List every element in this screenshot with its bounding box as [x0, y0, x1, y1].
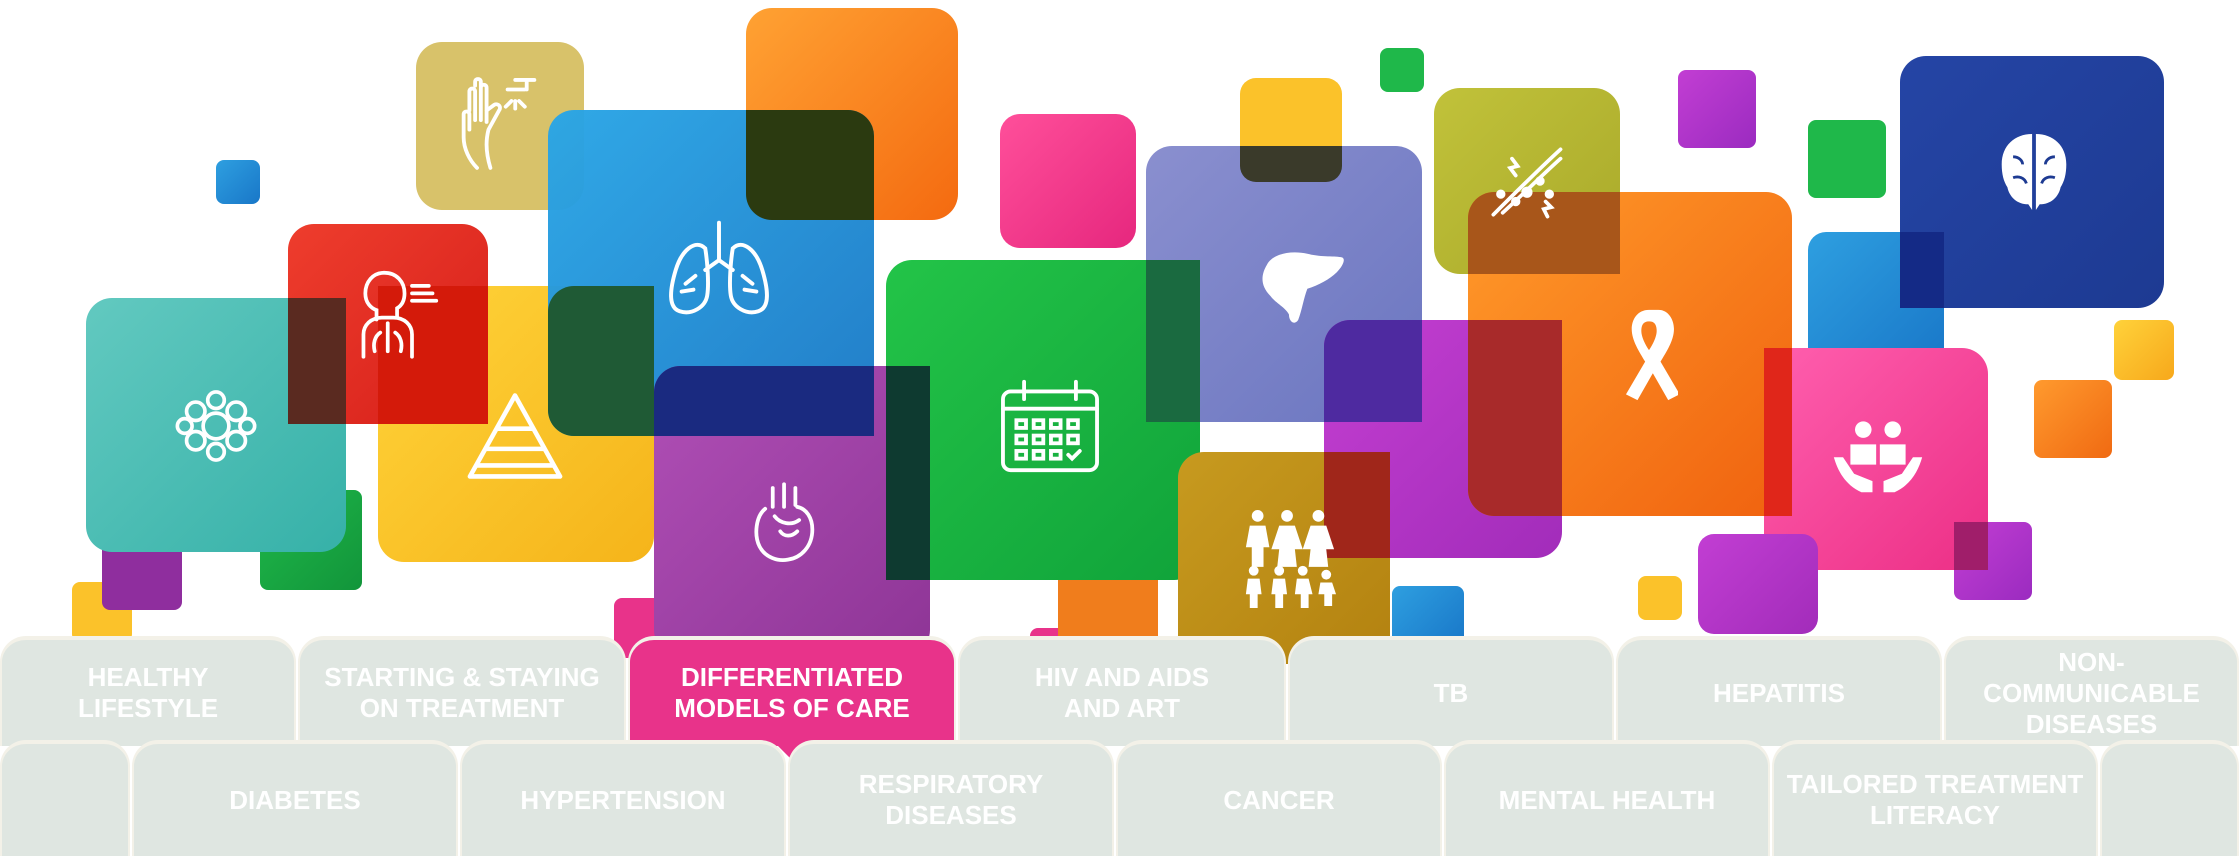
tab-non-communicable-diseases[interactable]: NON-COMMUNICABLE DISEASES — [1944, 636, 2239, 746]
overlap-accent — [1146, 260, 1200, 422]
cancer-ribbon-icon — [1620, 306, 1678, 402]
lungs-icon — [660, 218, 778, 318]
bacteria-icon — [1484, 140, 1568, 224]
overlap-accent — [1954, 522, 1988, 570]
germ-icon — [170, 380, 262, 472]
overlap-accent — [548, 286, 654, 436]
deco-square — [1380, 48, 1424, 92]
deco-tile — [1000, 114, 1136, 248]
overlap-accent — [1468, 320, 1562, 516]
tab-tailored-treatment-literacy[interactable]: TAILORED TREATMENT LITERACY — [1772, 740, 2098, 856]
breathing-person-icon — [356, 264, 440, 360]
deco-square — [1808, 120, 1886, 198]
calendar-icon — [996, 378, 1104, 474]
deco-square — [2114, 320, 2174, 380]
tab-label: TB — [1433, 677, 1469, 708]
deco-square — [2034, 380, 2112, 458]
tab-label: DIFFERENTIATED MODELS OF CARE — [674, 662, 910, 723]
brain-icon — [1996, 130, 2072, 214]
overlap-accent — [288, 298, 346, 424]
tab-hiv-and-aids-and-art[interactable]: HIV AND AIDS AND ART — [958, 636, 1286, 746]
family-icon — [1240, 508, 1338, 610]
liver-icon — [1254, 246, 1346, 326]
deco-square — [1678, 70, 1756, 148]
tab-label: HIV AND AIDS AND ART — [1034, 662, 1210, 723]
deco-square — [1638, 576, 1682, 620]
hand-sanitizer-icon — [456, 72, 542, 172]
tile-purple-small — [1698, 534, 1818, 634]
overlap-accent — [886, 366, 930, 580]
tab-healthy-lifestyle[interactable]: HEALTHY LIFESTYLE — [0, 636, 296, 746]
tab-hepatitis[interactable]: HEPATITIS — [1616, 636, 1942, 746]
food-pyramid-icon — [464, 390, 566, 482]
tab-label: NON-COMMUNICABLE DISEASES — [1983, 646, 2200, 739]
tab-label: TAILORED TREATMENT LITERACY — [1786, 769, 2084, 830]
overlap-accent — [1468, 192, 1620, 274]
tab-label: CANCER — [1223, 784, 1335, 815]
tab-mental-health[interactable]: MENTAL HEALTH — [1444, 740, 1770, 856]
tab-label: MENTAL HEALTH — [1498, 784, 1716, 815]
tab-diabetes[interactable]: DIABETES — [132, 740, 458, 856]
tab-label: STARTING & STAYING ON TREATMENT — [324, 662, 600, 723]
tab-label: HYPERTENSION — [520, 784, 726, 815]
overlap-accent — [1900, 232, 1944, 308]
tab-starting-staying-on-treatment[interactable]: STARTING & STAYING ON TREATMENT — [298, 636, 626, 746]
overlap-accent — [1324, 320, 1422, 422]
overlap-accent — [1324, 452, 1390, 558]
tab-blank-left[interactable] — [0, 740, 130, 856]
overlap-accent — [746, 110, 874, 220]
tab-blank-right[interactable] — [2100, 740, 2239, 856]
overlap-accent — [1240, 146, 1342, 182]
tab-label: HEALTHY LIFESTYLE — [77, 662, 219, 723]
tab-label: DIABETES — [229, 784, 361, 815]
tab-differentiated-models-of-care[interactable]: DIFFERENTIATED MODELS OF CARE — [628, 636, 956, 746]
tab-cancer[interactable]: CANCER — [1116, 740, 1442, 856]
overlap-accent — [1764, 348, 1792, 516]
tab-respiratory-diseases[interactable]: RESPIRATORY DISEASES — [788, 740, 1114, 856]
heart-icon — [752, 478, 818, 564]
tab-tb[interactable]: TB — [1288, 636, 1614, 746]
tab-label: HEPATITIS — [1713, 677, 1845, 708]
tab-label: RESPIRATORY DISEASES — [858, 769, 1044, 830]
caring-hands-icon — [1832, 420, 1924, 500]
tab-hypertension[interactable]: HYPERTENSION — [460, 740, 786, 856]
overlap-accent — [654, 366, 874, 436]
deco-square — [216, 160, 260, 204]
